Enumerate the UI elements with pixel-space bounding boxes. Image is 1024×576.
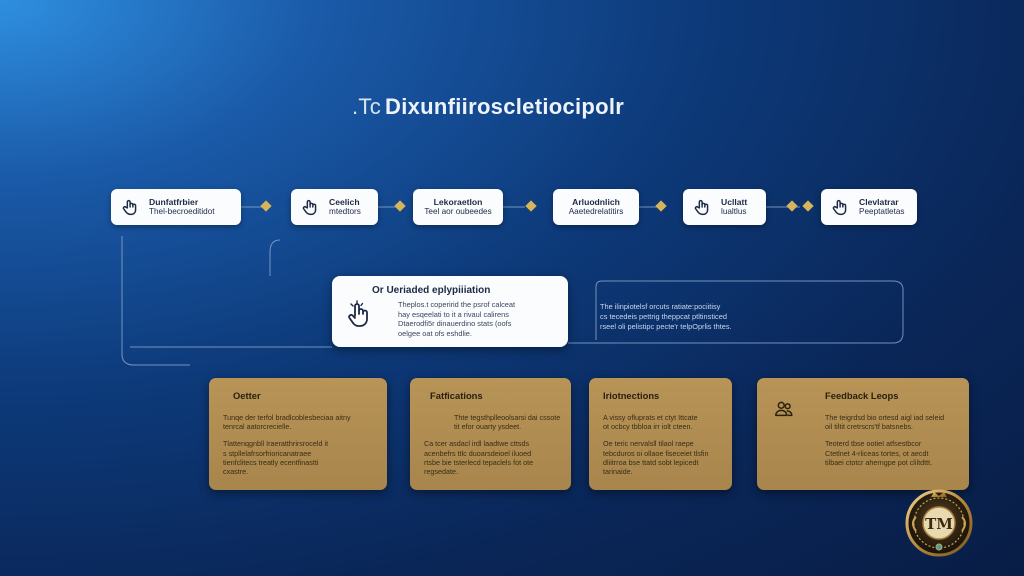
side-note: The ilinpiotelsf orcuts ratiate:pociitis… [600, 302, 732, 332]
step-6-subtitle: Peeptatletas [859, 207, 905, 216]
step-1-subtitle: Thel-becroeditidot [149, 207, 215, 216]
tap-hand-icon [832, 199, 847, 216]
card-4[interactable]: Feedback Leops The teigrdsd bio ortesd a… [757, 378, 969, 490]
step-5-title: Ucllatt [721, 197, 748, 207]
step-3-subtitle: Teel aor oubeedes [424, 207, 492, 216]
hub-heading: Or Ueriaded eplypiiiation [372, 285, 491, 296]
hub-body-line: Dtaerodfi5r dinauerdino stats (oofs [398, 319, 512, 328]
step-3-title: Lekoraetlon [433, 197, 483, 207]
card-1-paragraph-1: Tunqe der terfol bradlcoblesbeciaa aitny… [223, 413, 351, 432]
flow-arrow-5a [786, 200, 798, 212]
badge-text: TM [925, 515, 953, 533]
step-1-title: Dunfatfrbier [149, 197, 199, 207]
step-2-title: Ceelich [329, 197, 360, 207]
title-prefix: .Tc [352, 94, 382, 119]
card-2-title: Fatfications [430, 390, 483, 401]
flow-arrow-1 [260, 200, 272, 212]
tap-hand-icon [302, 199, 317, 216]
tap-hand-icon [694, 199, 709, 216]
step-2-subtitle: mtedtors [329, 207, 361, 216]
step-4-subtitle: Aaetedrelatitirs [568, 207, 624, 216]
card-1-title: Oetter [233, 390, 261, 401]
hub-body-line: hay esqeelati to it a rivaul calirens [398, 309, 509, 319]
step-6-title: Clevlatrar [859, 197, 899, 207]
side-note-line: cs tecedeis pettrig theppcat ptltinstice… [600, 312, 727, 321]
card-1[interactable]: Oetter Tunqe der terfol bradlcoblesbecia… [209, 378, 387, 490]
hub-body-line: Theplos.t coperirid the psrof calceat [398, 300, 516, 309]
tm-seal-logo: TM [905, 489, 973, 557]
tap-hand-icon [122, 199, 137, 216]
card-2[interactable]: Fatfications Thte tegsthplleoolsarsi dai… [410, 378, 571, 490]
hub-panel[interactable]: Or Ueriaded eplypiiiation Theplos.t cope… [332, 276, 568, 347]
card-4-title: Feedback Leops [825, 390, 899, 401]
pointer-hand-icon [348, 300, 368, 327]
side-note-line: The ilinpiotelsf orcuts ratiate:pociitis… [600, 302, 721, 311]
card-3[interactable]: Iriotnections A vissy ofluprats et ctyt … [589, 378, 732, 490]
side-note-line: rseel oli pelistipc pecte'r telpOprlis t… [600, 322, 732, 331]
hub-body-line: oelgee oat ofs eshdlie. [398, 328, 472, 338]
step-4-title: Arluodnlich [572, 197, 620, 207]
step-5-subtitle: lualtlus [721, 207, 747, 216]
people-chat-icon [775, 401, 793, 417]
flow-arrow-3 [525, 200, 537, 212]
hub-body: Theplos.t coperirid the psrof calceat ha… [398, 300, 515, 338]
flow-arrow-5b [802, 200, 814, 212]
title-main: Dixunfiiroscletiocipolr [385, 94, 625, 119]
flow-arrow-4 [655, 200, 667, 212]
flow-arrow-2 [394, 200, 406, 212]
card-3-title: Iriotnections [603, 390, 660, 401]
